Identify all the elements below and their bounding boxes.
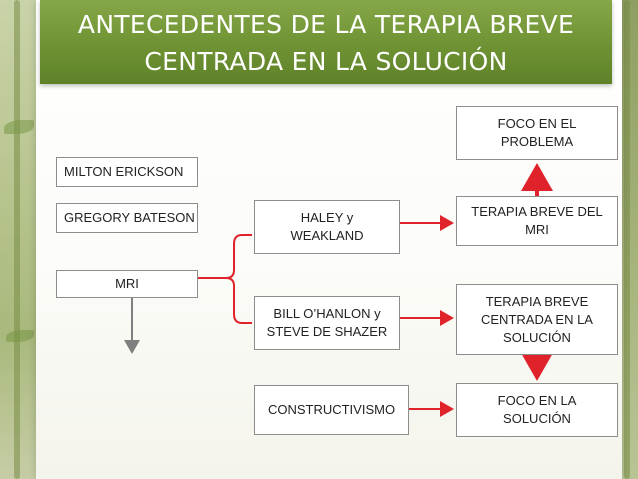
node-label: MRI <box>525 222 549 237</box>
node-label: CONSTRUCTIVISMO <box>267 402 396 417</box>
node-label: BILL O’HANLON y <box>273 306 381 321</box>
node-mri: MRI <box>56 270 198 298</box>
node-label: PROBLEMA <box>500 134 574 149</box>
node-label: TERAPIA BREVE <box>485 293 589 309</box>
node-label: WEAKLAND <box>290 228 364 243</box>
decor-leaf <box>6 330 34 342</box>
node-label: FOCO EN EL <box>497 116 577 131</box>
node-label: SOLUCIÓN <box>503 329 571 345</box>
node-label: SOLUCIÓN <box>503 411 571 426</box>
title-line-2: CENTRADA EN LA SOLUCIÓN <box>144 47 508 76</box>
decor-stem <box>14 0 20 479</box>
node-milton-erickson: MILTON ERICKSON <box>56 157 198 187</box>
node-label: FOCO EN LA <box>497 393 577 408</box>
node-gregory-bateson: GREGORY BATESON <box>56 203 198 233</box>
node-label: TERAPIA BREVE DEL <box>471 204 603 219</box>
node-foco-en-la-solucion: FOCO EN LA SOLUCIÓN <box>456 383 618 437</box>
slide-title: ANTECEDENTES DE LA TERAPIA BREVE CENTRAD… <box>40 0 612 80</box>
node-haley-weakland: HALEY y WEAKLAND <box>254 200 400 254</box>
node-label: MILTON ERICKSON <box>64 164 184 179</box>
node-label: CENTRADA EN LA <box>481 311 593 327</box>
decor-stem <box>624 0 630 479</box>
node-terapia-breve-centrada-solucion: TERAPIA BREVE CENTRADA EN LA SOLUCIÓN <box>456 284 618 355</box>
title-line-1: ANTECEDENTES DE LA TERAPIA BREVE <box>77 10 575 39</box>
decor-leaf <box>4 120 34 134</box>
mri-branch-brace <box>198 234 252 324</box>
node-label: HALEY y <box>300 210 354 225</box>
node-label: MRI <box>115 276 139 291</box>
node-terapia-breve-del-mri: TERAPIA BREVE DEL MRI <box>456 196 618 246</box>
node-bill-ohanlon-steve-de-shazer: BILL O’HANLON y STEVE DE SHAZER <box>254 296 400 350</box>
node-label: STEVE DE SHAZER <box>266 324 388 339</box>
title-band <box>40 0 612 84</box>
node-label: GREGORY BATESON <box>64 210 195 225</box>
node-foco-en-el-problema: FOCO EN EL PROBLEMA <box>456 106 618 160</box>
node-constructivismo: CONSTRUCTIVISMO <box>254 385 409 435</box>
